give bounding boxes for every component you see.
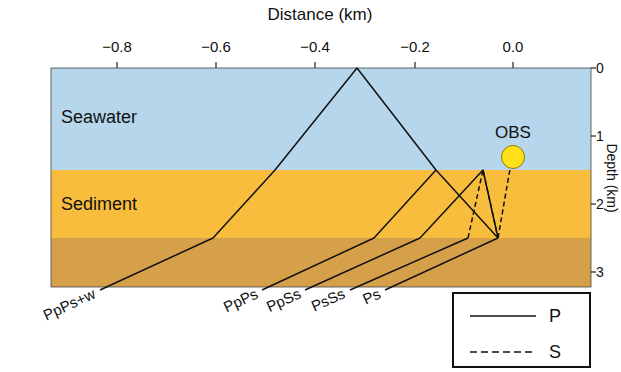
p-wave-ray [262,170,436,290]
axis-title: Distance (km) [268,5,373,25]
phase-label: PsSs [309,285,348,315]
phase-label: PpSs [263,285,303,315]
tick-label: 2 [596,196,604,212]
tick-label: −0.2 [400,38,430,55]
axis-title: Depth (km) [604,143,620,212]
tick-label: 3 [596,264,604,280]
legend-samples [470,316,536,352]
legend-box [453,293,590,367]
layer-name: Sediment [61,194,137,215]
tick-label: −0.6 [201,38,231,55]
sediment-layer [51,170,591,238]
tick-label: 0 [596,60,604,76]
obs-circle: OBS [501,145,525,169]
p-wave-ray [385,238,498,290]
legend-line-sample [470,315,536,317]
legend-text: S [549,342,561,363]
panel-frame [51,68,591,287]
tick-label: 1 [596,128,604,144]
legend-text: P [549,306,561,327]
ray-paths [100,68,510,290]
tick-label: −0.4 [300,38,330,55]
station-label: OBS [495,123,531,143]
phase-label: PpPs [220,285,260,316]
s-wave-ray [468,170,498,238]
seawater-layer [51,68,591,170]
phase-label: Ps [360,285,383,308]
layer-name: Seawater [61,107,137,128]
seawater-band: SeawaterOBS [51,68,591,170]
p-wave-ray [350,238,468,290]
sediment-band: Sediment [51,170,591,238]
p-wave-ray [100,68,498,290]
legend-line-sample [470,351,536,353]
tick-label: −0.8 [102,38,132,55]
axis-ticks [117,62,596,272]
p-wave-ray [305,170,498,290]
s-wave-ray [498,169,510,238]
phase-label: PpPs+w [41,285,99,324]
tick-label: 0.0 [503,38,524,55]
